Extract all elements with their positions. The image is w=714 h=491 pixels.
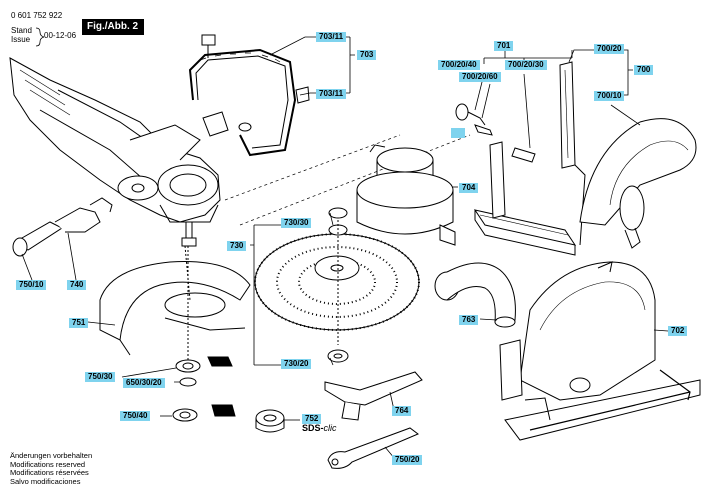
clamp-bracket-drawing	[188, 34, 310, 157]
label-703[interactable]: 703	[357, 50, 377, 60]
label-700-20-40[interactable]: 700/20/40	[438, 60, 480, 70]
label-704[interactable]: 704	[459, 183, 479, 193]
label-700-10[interactable]: 700/10	[594, 91, 625, 101]
label-740[interactable]: 740	[67, 280, 87, 290]
side-handle-drawing	[12, 197, 113, 257]
label-763[interactable]: 763	[459, 315, 479, 325]
cutting-guard-drawing	[579, 118, 697, 249]
label-764[interactable]: 764	[392, 406, 412, 416]
flanges-drawing	[172, 246, 285, 433]
guide-rail-drawing	[455, 61, 586, 256]
stand-label: Stand	[11, 26, 32, 35]
label-unnumbered-part[interactable]	[451, 128, 465, 138]
wrench-750-20-drawing	[327, 427, 419, 469]
label-700[interactable]: 700	[634, 65, 654, 75]
part-number: 0 601 752 922	[11, 11, 63, 20]
issue-label: Issue	[11, 35, 31, 44]
dashed-connectors	[224, 134, 471, 226]
footer-line-de: Änderungen vorbehalten	[10, 451, 93, 460]
label-700-20[interactable]: 700/20	[594, 44, 625, 54]
footer-line-en: Modifications reserved	[10, 459, 86, 469]
cutting-disc-drawing	[254, 207, 420, 363]
label-703-11-bottom[interactable]: 703/11	[316, 89, 347, 99]
footer-notice: Änderungen vorbehalten Modifications res…	[10, 451, 93, 486]
figure-title: Fig./Abb. 2	[82, 19, 145, 35]
footer-line-es: Salvo modificaciones	[10, 476, 81, 486]
label-703-11-top[interactable]: 703/11	[316, 32, 347, 42]
sds-clic-brand: SDS-clic	[302, 423, 337, 433]
label-730[interactable]: 730	[227, 241, 247, 251]
wheel-guard-drawing	[99, 245, 251, 356]
label-750-40[interactable]: 750/40	[120, 411, 151, 421]
label-700-20-60[interactable]: 700/20/60	[459, 72, 501, 82]
label-702[interactable]: 702	[668, 326, 688, 336]
label-752[interactable]: 752	[302, 414, 322, 424]
label-750-30[interactable]: 750/30	[85, 372, 116, 382]
issue-date: 00-12-06	[44, 31, 77, 40]
label-701[interactable]: 701	[494, 41, 514, 51]
label-751[interactable]: 751	[69, 318, 89, 328]
label-750-20[interactable]: 750/20	[392, 455, 423, 465]
dust-hose-drawing	[434, 262, 516, 328]
angle-grinder-drawing	[9, 57, 221, 247]
label-650-30-20[interactable]: 650/30/20	[123, 378, 165, 388]
label-730-30[interactable]: 730/30	[281, 218, 312, 228]
label-730-20[interactable]: 730/20	[281, 359, 312, 369]
label-700-20-30[interactable]: 700/20/30	[505, 60, 547, 70]
cutting-guide-stand-drawing	[499, 261, 701, 441]
pin-spanner-764-drawing	[324, 371, 423, 421]
adapter-ring-drawing	[356, 144, 456, 246]
label-750-10[interactable]: 750/10	[16, 280, 47, 290]
footer-line-fr: Modifications réservées	[10, 468, 89, 478]
leader-lines	[21, 36, 669, 460]
issue-brace	[35, 27, 45, 47]
